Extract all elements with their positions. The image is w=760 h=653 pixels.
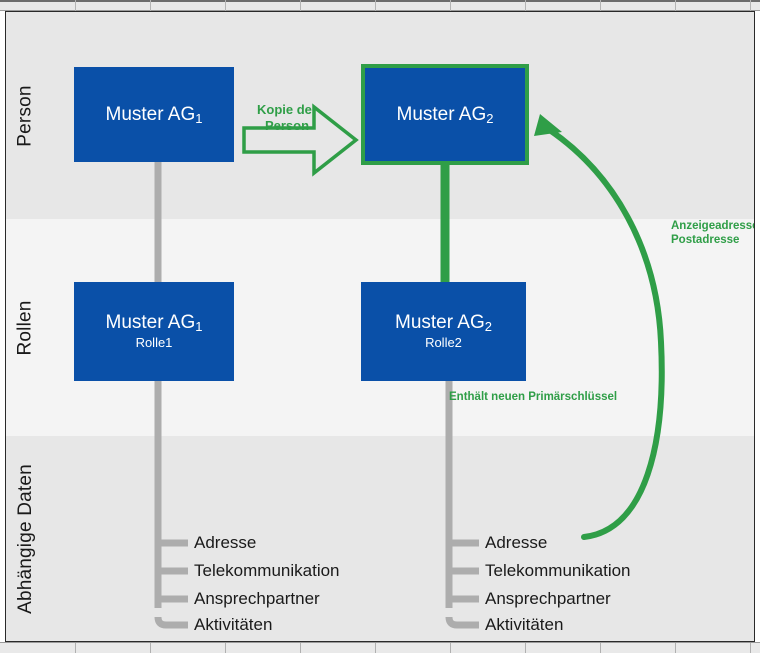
data-item-left-ansprechpartner: Ansprechpartner [194,589,320,608]
entity-title-index: 2 [486,110,494,126]
entity-box-rolle-2-title: Muster AG2 [395,312,492,334]
block-arrow-kopie-der-person [242,103,359,177]
ruler-tick [300,0,301,11]
ruler-tick [75,643,76,653]
ruler-bottom [0,642,760,653]
diagram-frame: Person Rollen Abhängige Daten [5,11,755,642]
data-item-right-telekommunikation: Telekommunikation [485,561,631,580]
connector-layer [154,103,665,629]
annotation-postadresse: Postadresse [671,234,740,247]
ruler-tick [150,0,151,11]
annotation-anzeigeadresse: Anzeigeadresse [671,220,755,232]
entity-title-index: 2 [484,319,492,335]
ruler-tick [600,643,601,653]
entity-box-person-1[interactable]: Muster AG1 [74,67,234,162]
entity-title-text: Muster AG [395,312,485,334]
entity-title-index: 1 [195,110,203,126]
ruler-tick [600,0,601,11]
ruler-tick [300,643,301,653]
ruler-tick [525,643,526,653]
entity-title-text: Muster AG [396,103,487,125]
ruler-tick [375,643,376,653]
entity-box-rolle-2[interactable]: Muster AG2 Rolle2 [361,282,526,381]
ruler-tick [375,0,376,11]
entity-box-person-1-title: Muster AG1 [106,104,203,126]
ruler-tick [75,0,76,11]
entity-box-person-2[interactable]: Muster AG2 [361,64,529,165]
entity-title-index: 1 [195,319,203,335]
ruler-tick [225,0,226,11]
data-item-left-aktivitaeten: Aktivitäten [194,615,273,634]
tree-branch-right-4 [445,616,479,629]
ruler-tick [750,643,751,653]
ruler-tick [750,0,751,11]
entity-box-rolle-1-title: Muster AG1 [106,312,203,334]
entity-title-text: Muster AG [105,312,196,334]
ruler-tick [675,643,676,653]
tree-branch-left-4 [154,616,188,629]
ruler-tick [525,0,526,11]
ruler-tick [450,0,451,11]
entity-box-rolle-2-subtitle: Rolle2 [425,334,462,350]
annotation-kopie-line-1: Kopie der [257,102,317,117]
annotation-kopie-line-2: Person [264,118,310,134]
data-item-right-adresse: Adresse [485,533,548,552]
entity-box-rolle-1[interactable]: Muster AG1 Rolle1 [74,282,234,381]
data-item-left-telekommunikation: Telekommunikation [194,561,340,580]
data-item-left-adresse: Adresse [194,533,257,552]
ruler-tick [225,643,226,653]
connector-adresse-to-person2 [539,122,665,540]
annotation-adressen: Anzeigeadresse Postadresse [671,219,755,248]
data-item-right-ansprechpartner: Ansprechpartner [485,589,611,608]
ruler-top [0,0,760,11]
annotation-primaerschluessel: Enthält neuen Primärschlüssel [449,391,618,403]
swimlane-daten: Abhängige Daten [6,436,754,641]
entity-box-rolle-1-subtitle: Rolle1 [135,334,173,350]
ruler-tick [450,643,451,653]
arrowhead-adresse-to-person2 [534,114,562,136]
annotation-kopie-der-person: Kopie der Person [251,102,323,135]
ruler-tick [675,0,676,11]
entity-title-text: Muster AG [105,103,196,125]
ruler-tick [150,643,151,653]
entity-box-person-2-title: Muster AG2 [397,104,494,126]
data-item-right-aktivitaeten: Aktivitäten [485,615,564,634]
